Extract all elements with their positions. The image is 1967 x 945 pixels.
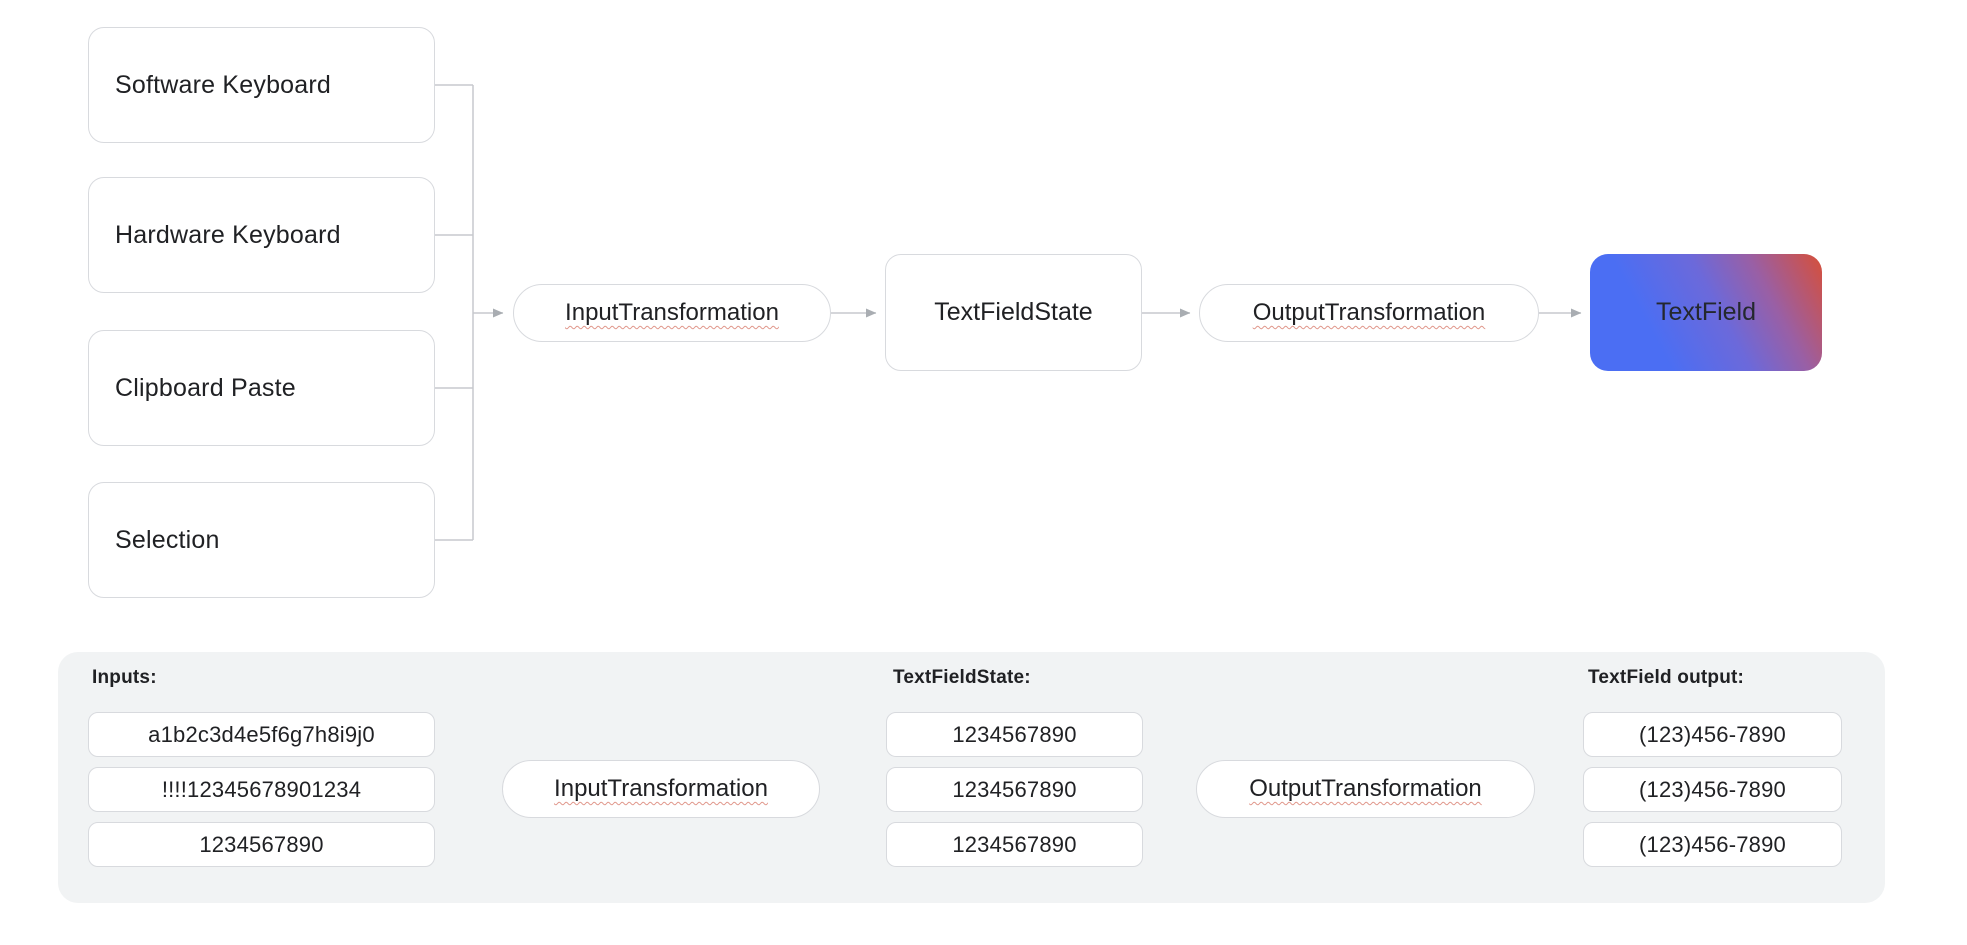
example-input-transformation-node: InputTransformation bbox=[502, 760, 820, 818]
output-value: (123)456-7890 bbox=[1639, 721, 1786, 747]
output-transformation-label: OutputTransformation bbox=[1252, 299, 1486, 326]
state-value: 1234567890 bbox=[952, 831, 1077, 857]
source-label: Software Keyboard bbox=[115, 70, 332, 99]
textfield-label: TextField bbox=[1655, 298, 1757, 326]
source-box-software-keyboard: Software Keyboard bbox=[88, 27, 435, 143]
output-value-box: (123)456-7890 bbox=[1583, 767, 1842, 812]
state-value: 1234567890 bbox=[952, 721, 1077, 747]
output-value-box: (123)456-7890 bbox=[1583, 822, 1842, 867]
state-value-box: 1234567890 bbox=[886, 712, 1143, 757]
source-box-selection: Selection bbox=[88, 482, 435, 598]
textfieldstate-label: TextFieldState bbox=[934, 298, 1093, 326]
source-label: Clipboard Paste bbox=[115, 373, 296, 402]
input-transformation-node: InputTransformation bbox=[513, 284, 831, 342]
input-value: 1234567890 bbox=[199, 831, 324, 857]
output-value-box: (123)456-7890 bbox=[1583, 712, 1842, 757]
input-value-box: !!!!12345678901234 bbox=[88, 767, 435, 812]
input-transformation-label: InputTransformation bbox=[554, 775, 768, 802]
state-value-box: 1234567890 bbox=[886, 767, 1143, 812]
output-value: (123)456-7890 bbox=[1639, 776, 1786, 802]
state-value: 1234567890 bbox=[952, 776, 1077, 802]
input-value: !!!!12345678901234 bbox=[161, 776, 362, 802]
source-box-clipboard-paste: Clipboard Paste bbox=[88, 330, 435, 446]
textfield-output-heading: TextField output: bbox=[1588, 667, 1745, 688]
input-value-box: a1b2c3d4e5f6g7h8i9j0 bbox=[88, 712, 435, 757]
source-label: Hardware Keyboard bbox=[115, 220, 341, 249]
output-transformation-node: OutputTransformation bbox=[1199, 284, 1539, 342]
textfieldstate-node: TextFieldState bbox=[885, 254, 1142, 371]
example-output-transformation-node: OutputTransformation bbox=[1196, 760, 1535, 818]
output-value: (123)456-7890 bbox=[1639, 831, 1786, 857]
input-transformation-label: InputTransformation bbox=[565, 299, 779, 326]
textfieldstate-heading: TextFieldState: bbox=[893, 667, 1031, 688]
textfield-node: TextField bbox=[1590, 254, 1822, 371]
input-value-box: 1234567890 bbox=[88, 822, 435, 867]
source-label: Selection bbox=[115, 525, 220, 554]
output-transformation-label: OutputTransformation bbox=[1249, 775, 1482, 802]
input-value: a1b2c3d4e5f6g7h8i9j0 bbox=[148, 721, 375, 747]
inputs-heading: Inputs: bbox=[92, 667, 157, 688]
state-value-box: 1234567890 bbox=[886, 822, 1143, 867]
source-box-hardware-keyboard: Hardware Keyboard bbox=[88, 177, 435, 293]
